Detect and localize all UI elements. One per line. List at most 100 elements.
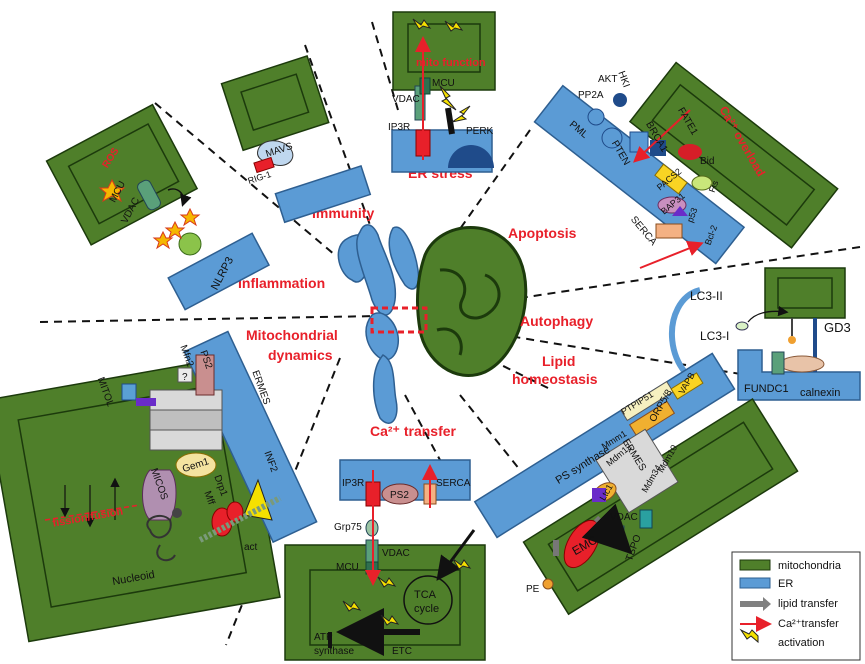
gem1-protein bbox=[175, 452, 217, 478]
ros-star-icon bbox=[152, 230, 174, 250]
vdac-channel bbox=[137, 179, 161, 211]
serca-pump bbox=[655, 223, 683, 239]
mito-function-label: mito function bbox=[416, 57, 486, 69]
akt-label: AKT bbox=[598, 74, 617, 85]
orp58-protein bbox=[628, 400, 676, 438]
atp-label-1: ATP bbox=[314, 632, 333, 643]
activation-bolt-icon bbox=[377, 576, 397, 588]
ros-star-icon bbox=[179, 207, 201, 227]
tca-cycle bbox=[403, 575, 453, 625]
etc-label: ETC bbox=[392, 646, 412, 657]
mitol-protein bbox=[121, 383, 137, 401]
activation-bolt-icon bbox=[380, 614, 400, 626]
ca-panel: IP3R PS2 SERCA Grp75 VDAC MCU TCA cycle … bbox=[284, 459, 486, 661]
er-stress-panel: mito function MCU VDAC IP3R PERK bbox=[388, 11, 496, 173]
p53-label: p53 bbox=[685, 206, 700, 224]
vdac-label: VDAC bbox=[392, 94, 420, 105]
tca-label-2: cycle bbox=[414, 603, 439, 615]
mcu-label: MCU bbox=[432, 78, 455, 89]
pp2a-label: PP2A bbox=[578, 90, 604, 101]
tca-label-1: TCA bbox=[414, 589, 437, 601]
bid-protein bbox=[678, 144, 702, 160]
label-apoptosis: Apoptosis bbox=[508, 225, 577, 241]
activation-bolt-icon bbox=[452, 558, 472, 570]
hk-label: HKI bbox=[615, 70, 631, 89]
legend-mito-swatch bbox=[739, 559, 771, 571]
serca-label: SERCA bbox=[628, 214, 659, 248]
label-lipid-1: Lipid bbox=[542, 353, 575, 369]
legend-mito-label: mitochondria bbox=[778, 560, 842, 572]
legend-lipid-arrow bbox=[740, 597, 771, 611]
ip3r-label: IP3R bbox=[388, 122, 410, 133]
rig1-protein bbox=[253, 156, 275, 174]
calnexin-label: calnexin bbox=[800, 387, 840, 399]
label-mito-dynamics-1: Mitochondrial bbox=[246, 327, 338, 343]
mcu-label: MCU bbox=[336, 562, 359, 573]
p53-icon bbox=[672, 206, 688, 216]
rig1-label: RIG-1 bbox=[246, 169, 272, 186]
mcu-channel bbox=[419, 77, 431, 95]
inf2-triangle bbox=[243, 478, 273, 521]
activation-bolt-icon bbox=[439, 85, 457, 111]
bid-label: Bid bbox=[700, 156, 714, 167]
autophagy-panel: LC3-II LC3-I GD3 FUNDC1 calnexin bbox=[669, 267, 861, 401]
act-label: act bbox=[244, 542, 258, 553]
perk-protein bbox=[448, 145, 495, 168]
activation-bolt-icon bbox=[451, 105, 471, 123]
legend-er-swatch bbox=[739, 577, 771, 589]
lc3i-label: LC3-I bbox=[700, 329, 729, 343]
unknown-protein bbox=[177, 367, 193, 383]
fis-label: Fis bbox=[707, 179, 721, 194]
fundc1-protein bbox=[771, 351, 785, 375]
mff-label: Mff bbox=[201, 490, 216, 507]
label-ca-transfer: Ca²⁺ transfer bbox=[370, 423, 457, 439]
label-inflammation: Inflammation bbox=[238, 275, 325, 291]
activation-bolt-icon bbox=[412, 18, 432, 30]
central-mitochondrion bbox=[416, 226, 528, 378]
pml-protein bbox=[601, 127, 623, 149]
label-autophagy: Autophagy bbox=[520, 313, 593, 329]
nlrp3-protein bbox=[178, 232, 202, 256]
apoptosis-panel: AKT PP2A HKI PML BRCA1 FATE1 PTEN Bid PA… bbox=[533, 61, 839, 269]
fis-protein bbox=[691, 175, 713, 191]
vapb-protein bbox=[670, 372, 704, 400]
vdac-label: VDAC bbox=[610, 512, 638, 523]
actin-filament bbox=[198, 495, 282, 543]
legend-activation-icon bbox=[739, 628, 759, 644]
pe-label: PE bbox=[526, 584, 540, 595]
pten-protein bbox=[629, 131, 649, 153]
legend-er-label: ER bbox=[778, 578, 793, 590]
activation-bolt-icon bbox=[444, 20, 464, 32]
ps2-protein bbox=[195, 354, 215, 396]
ps2-label: PS2 bbox=[390, 490, 409, 501]
ip3r-label: IP3R bbox=[342, 478, 364, 489]
legend-ca-label: Ca²⁺transfer bbox=[778, 618, 839, 630]
activation-bolt-icon bbox=[342, 600, 362, 612]
vdac-label: VDAC bbox=[382, 548, 410, 559]
mitol-bar bbox=[136, 398, 156, 406]
pp2a-protein bbox=[587, 108, 605, 126]
calnexin-protein bbox=[779, 355, 825, 373]
grp75-label: Grp75 bbox=[334, 522, 362, 533]
lc3ii-label: LC3-II bbox=[690, 289, 723, 303]
legend-activation-label: activation bbox=[778, 637, 824, 649]
lipid-transfer-arrow bbox=[581, 503, 633, 555]
central-er bbox=[337, 224, 420, 424]
ps2-protein bbox=[381, 483, 419, 505]
akt-protein bbox=[613, 93, 627, 107]
atp-label-2: synthase bbox=[314, 646, 354, 657]
ros-star-icon bbox=[98, 178, 126, 203]
label-mito-dynamics-2: dynamics bbox=[268, 347, 333, 363]
ps-synthase-protein bbox=[592, 488, 606, 502]
label-lipid-2: homeostasis bbox=[512, 371, 598, 387]
nucleoid-dna bbox=[146, 514, 176, 562]
lipid-panel: PTPIP51 VAPB ORP5/8 Mmm1 Mdm12 Mdm10 Mdm… bbox=[473, 352, 799, 616]
legend: mitochondria ER lipid transfer Ca²⁺trans… bbox=[731, 551, 861, 661]
gd3-label: GD3 bbox=[824, 320, 851, 335]
perk-label: PERK bbox=[466, 126, 494, 137]
ros-star-icon bbox=[164, 220, 186, 240]
mam-contact-box bbox=[370, 306, 428, 334]
ptpip51-protein bbox=[620, 380, 674, 422]
inflammation-panel: ROS MCU VDAC NLRP3 bbox=[45, 103, 271, 311]
